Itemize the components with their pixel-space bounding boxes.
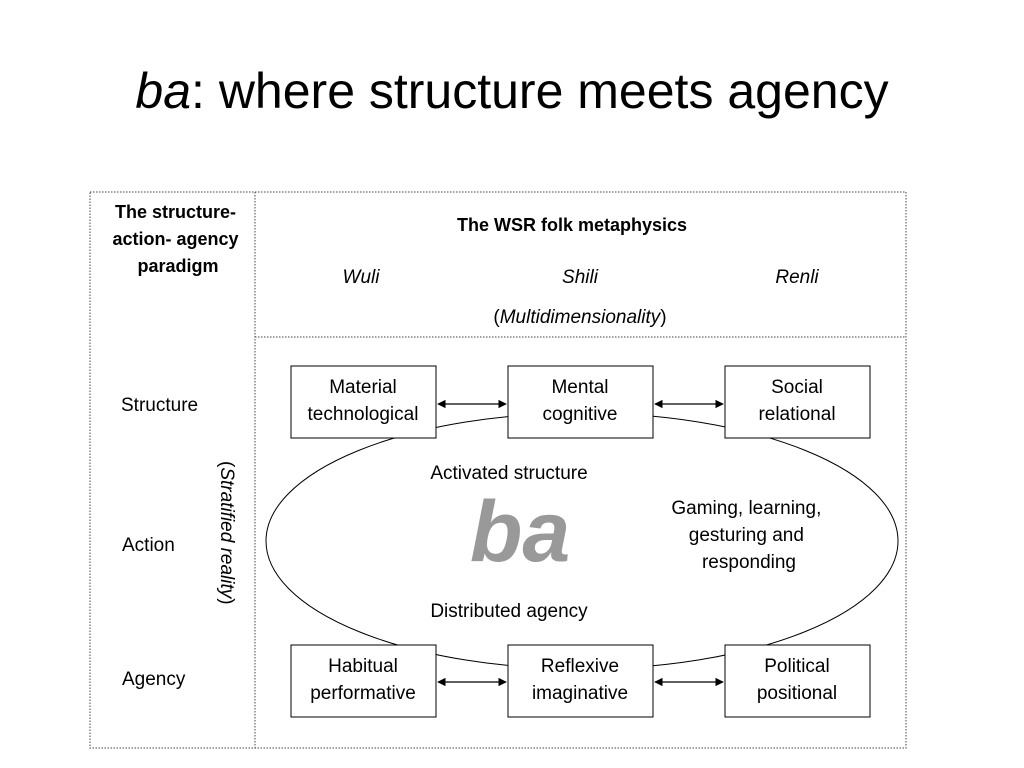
title-rest: : where structure meets agency xyxy=(191,63,889,119)
paradigm-header: The structure- action- agency paradigm xyxy=(112,202,243,276)
box-reflexive-imaginative: Reflexive imaginative xyxy=(507,644,654,718)
box-material-technological: Material technological xyxy=(290,365,437,439)
box-social-relational: Social relational xyxy=(724,365,871,439)
gaming-line-1: Gaming, learning, xyxy=(671,498,821,519)
row-label-action: Action xyxy=(122,535,175,556)
wsr-heading: The WSR folk metaphysics xyxy=(457,215,687,235)
box-line-2: relational xyxy=(758,404,835,425)
box-habitual-performative: Habitual performative xyxy=(290,644,437,718)
paradigm-header-line-3: paradigm xyxy=(137,256,218,276)
box-line-2: cognitive xyxy=(543,404,618,425)
multidimensionality-label: (Multidimensionality) xyxy=(493,307,666,328)
gaming-learning-label: Gaming, learning, gesturing and respondi… xyxy=(671,498,826,573)
row-label-structure: Structure xyxy=(121,395,198,416)
box-line-1: Mental xyxy=(551,377,608,398)
box-line-2: performative xyxy=(310,683,416,704)
stratified-text: Stratified reality xyxy=(216,467,237,599)
stratified-close: ) xyxy=(216,598,237,604)
paradigm-header-line-2: action- agency xyxy=(112,229,238,249)
box-line-2: technological xyxy=(308,404,419,425)
gaming-line-3: responding xyxy=(702,552,796,573)
row-label-agency: Agency xyxy=(122,669,186,690)
box-line-1: Political xyxy=(764,656,829,677)
box-political-positional: Political positional xyxy=(724,644,871,718)
box-line-1: Habitual xyxy=(328,656,398,677)
stratified-open: ( xyxy=(216,461,237,468)
page-title: ba: where structure meets agency xyxy=(0,64,1024,119)
box-line-2: imaginative xyxy=(532,683,628,704)
distributed-agency-label: Distributed agency xyxy=(430,601,588,622)
ba-label: ba xyxy=(470,484,570,580)
gaming-line-2: gesturing and xyxy=(689,525,804,546)
wuli-label: Wuli xyxy=(343,267,381,288)
shili-label: Shili xyxy=(562,267,599,288)
renli-label: Renli xyxy=(775,267,819,288)
stratified-reality-label: (Stratified reality) xyxy=(216,461,237,605)
diagram-frame xyxy=(89,191,907,749)
box-mental-cognitive: Mental cognitive xyxy=(507,365,654,439)
paradigm-header-line-1: The structure- xyxy=(115,202,236,222)
title-emphasis: ba xyxy=(135,63,192,119)
box-line-2: positional xyxy=(757,683,837,704)
box-line-1: Reflexive xyxy=(541,656,619,677)
box-line-1: Social xyxy=(771,377,823,398)
activated-structure-label: Activated structure xyxy=(430,463,587,484)
multi-close: ) xyxy=(660,307,666,328)
box-line-1: Material xyxy=(329,377,397,398)
multi-text: Multidimensionality xyxy=(500,307,662,328)
multi-open: ( xyxy=(493,307,500,328)
